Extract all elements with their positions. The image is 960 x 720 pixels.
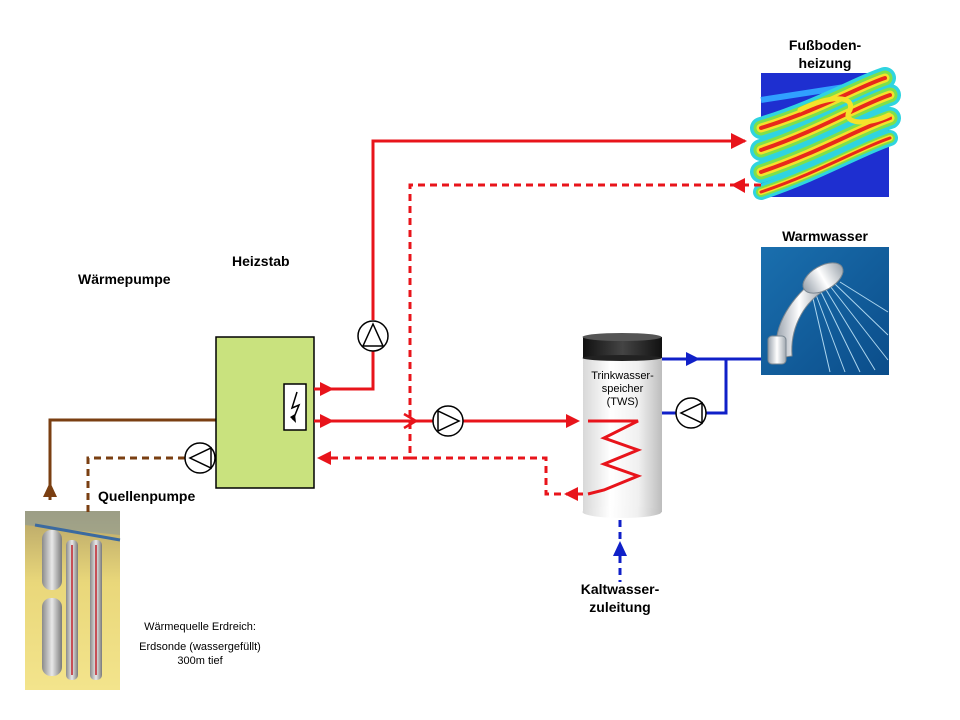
circulation-pump-icon: [357, 320, 389, 352]
flow-arrow-icon: [613, 541, 627, 556]
flow-arrow-icon: [566, 414, 580, 428]
hot-water-label: Warmwasser: [782, 228, 868, 244]
circulation-pump-icon: [675, 397, 707, 429]
tank-label: Trinkwasser- speicher (TWS): [583, 370, 662, 409]
source-pump-label: Quellenpumpe: [98, 488, 196, 504]
tank-label-line3: (TWS): [606, 396, 639, 408]
flow-arrow-icon: [43, 482, 57, 497]
flow-arrow-icon: [320, 382, 334, 396]
cold-water-inlet-label: Kaltwasser- zuleitung: [560, 580, 680, 616]
ground-probe-image: [25, 511, 121, 690]
heat-pump-label: Wärmepumpe: [78, 271, 171, 287]
floor-heating-label-line1: Fußboden-: [788, 37, 862, 53]
floor-heating-label: Fußboden- heizung: [770, 36, 880, 72]
circulation-pump-icon: [432, 405, 464, 437]
cold-water-label-line2: zuleitung: [589, 599, 651, 615]
floor-heating-label-line2: heizung: [798, 55, 852, 71]
heat-source-line1: Wärmequelle Erdreich:: [144, 621, 256, 633]
hot-water-tank: [582, 333, 662, 518]
heat-source-line2: Erdsonde (wassergefüllt): [139, 641, 261, 653]
floor-heating-circuit: [314, 133, 761, 465]
flow-arrow-icon: [686, 352, 700, 366]
heating-element-icon: [283, 383, 307, 431]
flow-arrow-icon: [564, 487, 578, 501]
flow-arrow-icon: [731, 133, 747, 149]
flow-arrow-icon: [317, 451, 331, 465]
domestic-water-circuit: [613, 352, 761, 582]
flow-arrow-icon: [320, 414, 334, 428]
cold-water-label-line1: Kaltwasser-: [580, 581, 660, 597]
shower-icon: [761, 247, 889, 375]
flow-arrow-icon: [731, 178, 745, 193]
heating-rod-label: Heizstab: [232, 253, 290, 269]
tank-heating-circuit: [314, 412, 588, 501]
tank-label-line1: Trinkwasser-: [591, 370, 654, 382]
heat-source-caption: Wärmequelle Erdreich: Erdsonde (wasserge…: [125, 620, 275, 668]
tank-label-line2: speicher: [601, 383, 644, 395]
heat-source-line3: 300m tief: [177, 655, 223, 667]
floor-heating-thermal-image: [750, 67, 901, 200]
circulation-pump-icon: [184, 442, 216, 474]
